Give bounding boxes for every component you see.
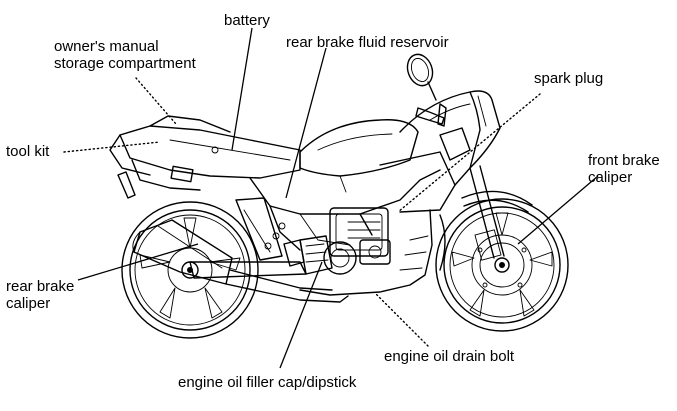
- front-wheel: [435, 198, 569, 332]
- front-fork: [461, 165, 533, 261]
- leader-front-brake-caliper: [517, 175, 599, 245]
- leader-rear-brake-fluid-reservoir: [285, 47, 327, 199]
- label-battery: battery: [224, 12, 270, 29]
- mirror: [406, 53, 447, 127]
- label-rear-brake-fluid-reservoir: rear brake fluid reservoir: [286, 34, 449, 51]
- leader-engine-oil-drain-bolt: [375, 293, 429, 347]
- leader-engine-oil-filler-cap: [279, 261, 323, 369]
- leader-spark-plug: [397, 93, 541, 213]
- front-fairing: [399, 90, 501, 186]
- exhaust-muffler: [132, 219, 349, 303]
- swingarm: [189, 197, 307, 279]
- fuel-tank: [299, 119, 419, 193]
- leader-lines: [77, 27, 599, 369]
- engine: [283, 207, 391, 275]
- frame: [249, 151, 456, 296]
- rear-wheel: [121, 201, 259, 339]
- label-engine-oil-drain-bolt: engine oil drain bolt: [384, 348, 515, 365]
- label-engine-oil-filler-cap: engine oil filler cap/dipstick: [178, 374, 357, 391]
- label-front-brake-caliper: front brake caliper: [588, 152, 660, 186]
- dotted-leader-lines: [63, 77, 541, 347]
- leader-rear-brake-caliper: [77, 243, 199, 281]
- leader-owners-manual: [135, 77, 177, 125]
- leader-battery: [231, 27, 253, 151]
- seat-and-tail: [109, 115, 301, 199]
- label-owners-manual-storage: owner's manual storage compartment: [54, 38, 196, 72]
- label-spark-plug: spark plug: [534, 70, 604, 87]
- leader-tool-kit: [63, 141, 161, 153]
- label-rear-brake-caliper: rear brake caliper: [6, 278, 75, 312]
- label-tool-kit: tool kit: [6, 143, 50, 160]
